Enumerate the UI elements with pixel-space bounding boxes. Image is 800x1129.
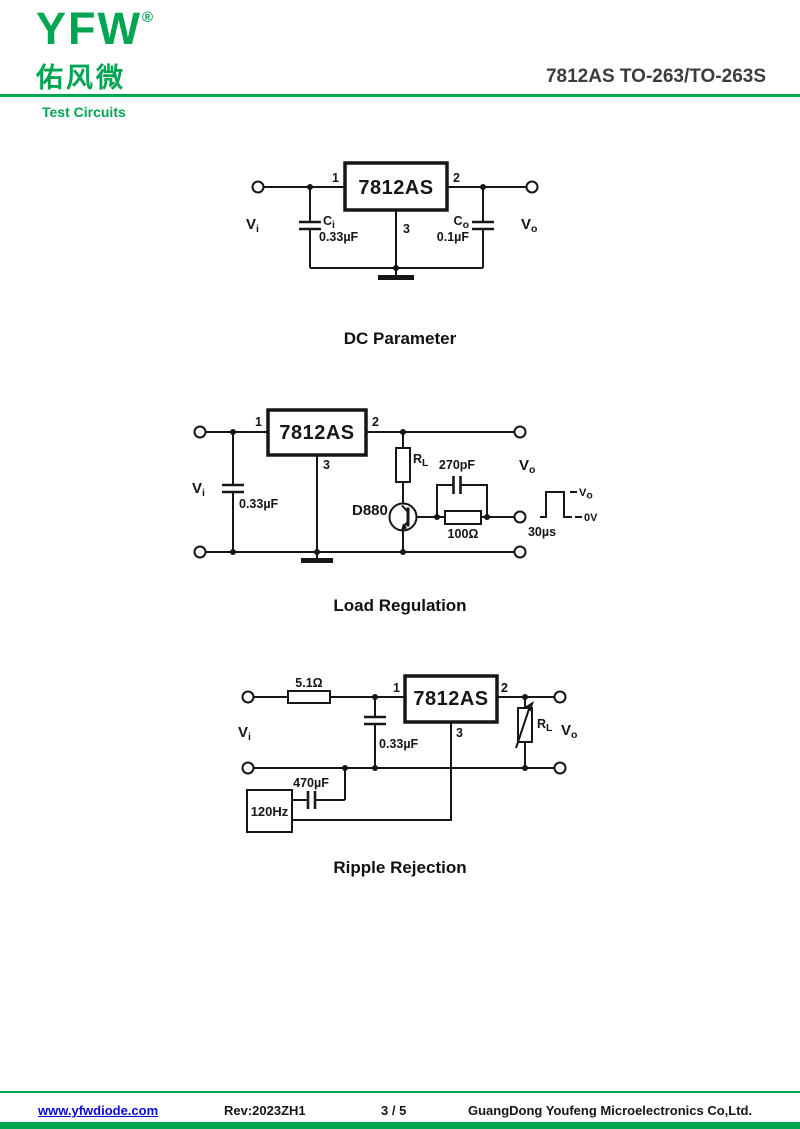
ground-icon xyxy=(378,275,414,280)
vi-label: Vi xyxy=(246,216,259,235)
pin-2-label: 2 xyxy=(372,415,379,429)
input-terminal-top xyxy=(193,425,207,439)
circuit-caption-ripple: Ripple Rejection xyxy=(333,858,467,877)
ic-label: 7812AS xyxy=(358,177,433,199)
co-name-label: Co xyxy=(454,214,469,231)
pin-1-label: 1 xyxy=(332,171,339,185)
pin-2-label: 2 xyxy=(501,681,508,695)
input-cap-value: 0.33µF xyxy=(379,737,419,751)
rl-label: RL xyxy=(413,452,429,469)
base-resistor-value: 100Ω xyxy=(448,527,479,541)
ic-label: 7812AS xyxy=(413,688,488,710)
pin-1-label: 1 xyxy=(255,415,262,429)
ci-name-label: Ci xyxy=(323,214,335,231)
pin-3-label: 3 xyxy=(403,222,410,236)
logo-text: YFW xyxy=(36,3,142,54)
circuit-caption-load: Load Regulation xyxy=(333,596,467,615)
parallel-capacitor-icon xyxy=(452,476,462,494)
circuit-caption-dc: DC Parameter xyxy=(343,329,457,348)
output-terminal-bottom xyxy=(553,761,567,775)
header-divider xyxy=(0,94,800,97)
company-name: GuangDong Youfeng Microelectronics Co,Lt… xyxy=(468,1103,753,1118)
ripple-source-label: 120Hz xyxy=(251,804,289,819)
pin-3-label: 3 xyxy=(323,458,330,472)
input-terminal-bottom xyxy=(193,545,207,559)
ripple-source-box xyxy=(246,789,293,833)
pulse-terminal xyxy=(513,510,527,524)
website-link[interactable]: www.yfwdiode.com xyxy=(38,1103,159,1118)
input-terminal xyxy=(251,180,265,194)
footer-green-bar xyxy=(0,1122,800,1129)
pulse-waveform: Vo 0V 30µs xyxy=(528,487,598,539)
wave-high-label: Vo xyxy=(579,487,593,502)
input-terminal-bottom xyxy=(241,761,255,775)
output-terminal xyxy=(525,180,539,194)
parallel-cap-value: 270pF xyxy=(439,458,475,472)
coupling-cap-value: 470µF xyxy=(293,776,329,790)
brand-logo: YFW® 佑风微 xyxy=(36,6,153,95)
load-regulation-circuit: 7812AS 1 2 3 Vi 0.33µF RL D880 270pF 100… xyxy=(192,408,598,563)
ci-value-label: 0.33µF xyxy=(319,230,359,244)
series-resistor-value: 5.1Ω xyxy=(295,676,322,690)
co-value-label: 0.1µF xyxy=(437,230,470,244)
transistor-icon xyxy=(388,502,418,532)
vo-label: Vo xyxy=(521,216,537,235)
junction-dots xyxy=(307,184,486,271)
input-capacitor-icon xyxy=(222,483,244,494)
vi-label: Vi xyxy=(238,724,251,743)
logo-chinese-text: 佑风微 xyxy=(36,63,126,93)
ground-icon xyxy=(301,558,333,563)
ic-body xyxy=(343,161,449,212)
output-terminal-bottom xyxy=(513,545,527,559)
wires xyxy=(253,696,555,821)
page-number: 3 / 5 xyxy=(381,1103,407,1118)
rl-resistor-icon xyxy=(395,447,411,483)
junction-dots xyxy=(230,429,490,555)
wave-low-label: 0V xyxy=(584,512,598,524)
variable-resistor-icon xyxy=(515,701,534,749)
input-terminal-top xyxy=(241,690,255,704)
pulse-width-label: 30µs xyxy=(528,525,556,539)
pin-3-label: 3 xyxy=(456,726,463,740)
footer-divider xyxy=(0,1091,800,1093)
section-title: Test Circuits xyxy=(42,104,126,120)
input-cap-value: 0.33µF xyxy=(239,497,279,511)
wires xyxy=(205,431,515,558)
vo-label: Vo xyxy=(519,457,535,476)
input-capacitor-icon xyxy=(364,715,386,726)
junction-dots xyxy=(342,694,528,771)
ic-body xyxy=(266,408,368,457)
pin-2-label: 2 xyxy=(453,171,460,185)
capacitor-ci-icon xyxy=(299,220,321,231)
revision-label: Rev:2023ZH1 xyxy=(224,1103,306,1118)
transistor-label: D880 xyxy=(352,502,388,519)
registered-mark-icon: ® xyxy=(141,9,154,26)
series-resistor-icon xyxy=(287,690,331,704)
part-number-title: 7812AS TO-263/TO-263S xyxy=(545,66,766,87)
base-resistor-icon xyxy=(444,510,482,525)
rl-label: RL xyxy=(537,717,553,734)
ripple-rejection-circuit: 120Hz 7812AS 1 2 3 5.1Ω Vi 0.33µF 470µF … xyxy=(238,674,577,833)
output-terminal-top xyxy=(513,425,527,439)
vi-label: Vi xyxy=(192,480,205,499)
pin-1-label: 1 xyxy=(393,681,400,695)
ic-label: 7812AS xyxy=(279,422,354,444)
vo-label: Vo xyxy=(561,722,577,741)
dc-parameter-circuit: 7812AS 1 2 3 Vi Vo Ci 0.33µF Co 0.1µF xyxy=(246,161,539,280)
coupling-capacitor-icon xyxy=(306,791,317,809)
capacitor-co-icon xyxy=(472,220,494,231)
ic-body xyxy=(403,674,499,724)
output-terminal-top xyxy=(553,690,567,704)
